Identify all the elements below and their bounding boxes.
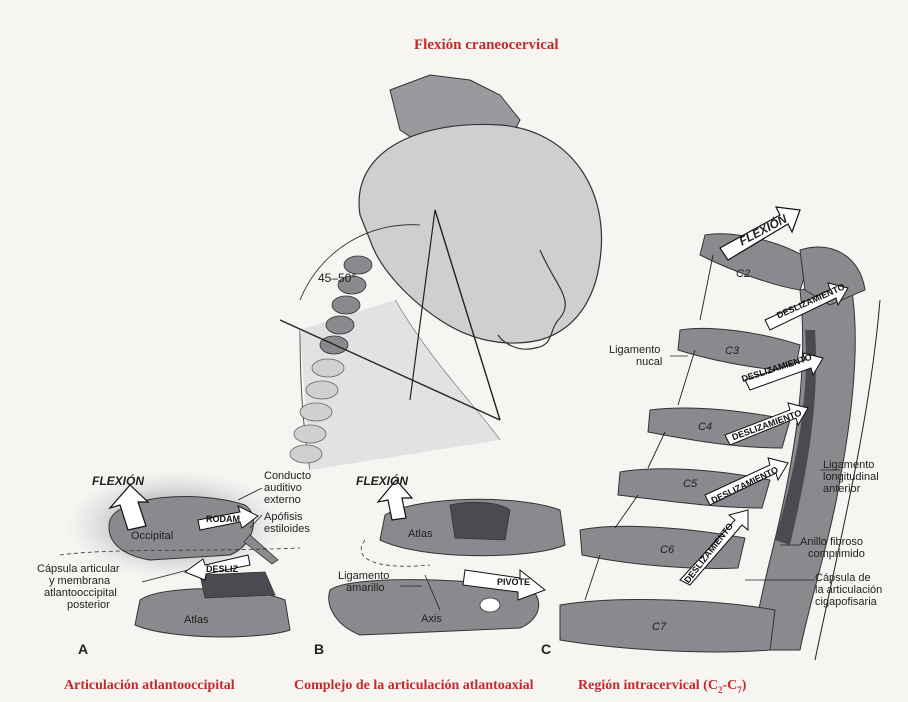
pivote-label: PIVOTE: [497, 577, 530, 587]
vertebra-c5: C5: [683, 478, 697, 490]
vertebra-c3: C3: [725, 345, 739, 357]
axis-foramen: [480, 598, 500, 612]
apofisis-label-1: Apófisis: [264, 511, 303, 523]
conducto-label-2: auditivo: [264, 482, 302, 494]
atlas-label-b: Atlas: [408, 528, 432, 540]
panel-c-caption-mid: -C: [722, 678, 737, 693]
atlas-top-a: [200, 572, 275, 598]
ligamento-amarillo-2: amarillo: [346, 582, 385, 594]
lig-long-label-1: Ligamento: [823, 459, 874, 471]
occipital-label: Occipital: [131, 530, 173, 542]
vertebra-c2: C2: [736, 268, 750, 280]
lig-nucal-label-2: nucal: [636, 356, 662, 368]
panel-c-caption-main: Región intracervical (C: [578, 678, 718, 693]
panel-c-caption: Región intracervical (C2-C7): [578, 680, 746, 696]
atlas-label-a: Atlas: [184, 614, 208, 626]
capsula-a-label-3: atlantooccipital: [44, 587, 117, 599]
capsula-c-label-1: Cápsula de: [815, 572, 871, 584]
panel-a-letter: A: [78, 643, 88, 655]
capsula-a-label-1: Cápsula articular: [37, 563, 120, 575]
capsula-a-label-2: y membrana: [49, 575, 110, 587]
capsula-c-label-2: la articulación: [815, 584, 882, 596]
panel-c-letter: C: [541, 643, 551, 655]
desliz-label: DESLIZ: [206, 564, 238, 574]
anillo-label-1: Anillo fibroso: [800, 536, 863, 548]
angle-label: 45–50°: [318, 272, 356, 284]
panel-c-caption-end: ): [742, 678, 747, 693]
panel-b-caption: Complejo de la articulación atlantoaxial: [294, 680, 534, 692]
lig-long-label-2: longitudinal: [823, 471, 879, 483]
capsula-c-label-3: cigapofisaria: [815, 596, 877, 608]
flexion-label-a: FLEXIÓN: [92, 475, 144, 487]
vertebra-c4: C4: [698, 421, 712, 433]
c7-process: [560, 600, 775, 652]
panel-a-caption: Articulación atlantooccipital: [64, 680, 235, 692]
conducto-label-1: Conducto: [264, 470, 311, 482]
capsula-a-label-4: posterior: [67, 599, 110, 611]
flexion-label-b: FLEXIÓN: [356, 475, 408, 487]
lig-long-label-3: anterior: [823, 483, 860, 495]
apofisis-label-2: estiloides: [264, 523, 310, 535]
panel-b-letter: B: [314, 643, 324, 655]
conducto-label-3: externo: [264, 494, 301, 506]
vertebra-c7: C7: [652, 621, 666, 633]
ligamento-amarillo-1: Ligamento: [338, 570, 389, 582]
rodam-label: RODAM: [206, 514, 240, 524]
figure-title: Flexión craneocervical: [414, 39, 559, 51]
dens-b: [450, 502, 510, 540]
anillo-label-2: comprimido: [808, 548, 865, 560]
vertebra-c6: C6: [660, 544, 674, 556]
axis-label: Axis: [421, 613, 442, 625]
panel-b-illustration: [329, 480, 565, 635]
lig-nucal-label-1: Ligamento: [609, 344, 660, 356]
